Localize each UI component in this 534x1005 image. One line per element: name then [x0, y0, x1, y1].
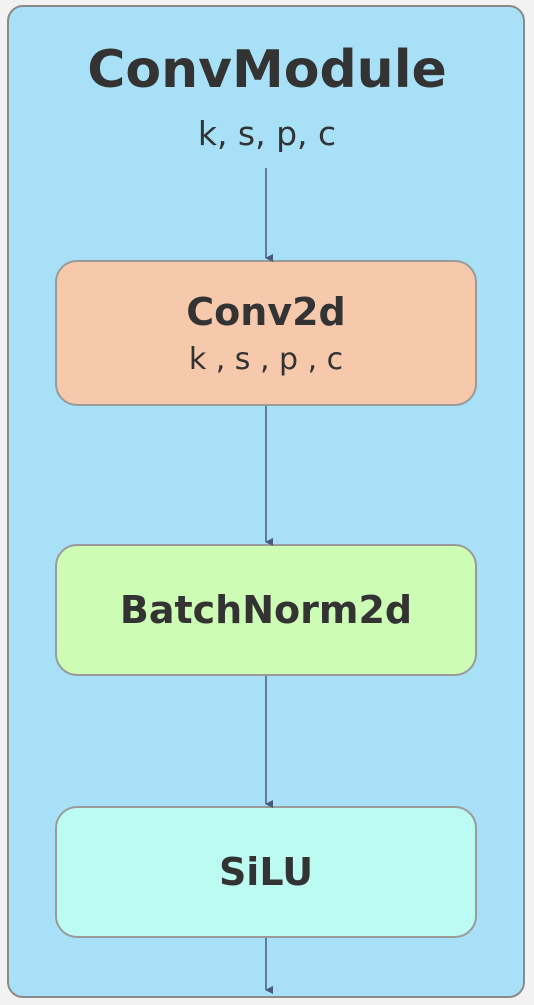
batchnorm2d-block: BatchNorm2d: [55, 544, 477, 676]
conv2d-block: Conv2d k , s , p , c: [55, 260, 477, 406]
silu-label: SiLU: [218, 850, 314, 894]
silu-block: SiLU: [55, 806, 477, 938]
batchnorm2d-label: BatchNorm2d: [119, 588, 413, 632]
conv2d-params: k , s , p , c: [188, 342, 344, 377]
conv2d-label: Conv2d: [186, 290, 346, 334]
diagram-params: k, s, p, c: [197, 114, 337, 153]
diagram-title: ConvModule: [87, 40, 447, 100]
